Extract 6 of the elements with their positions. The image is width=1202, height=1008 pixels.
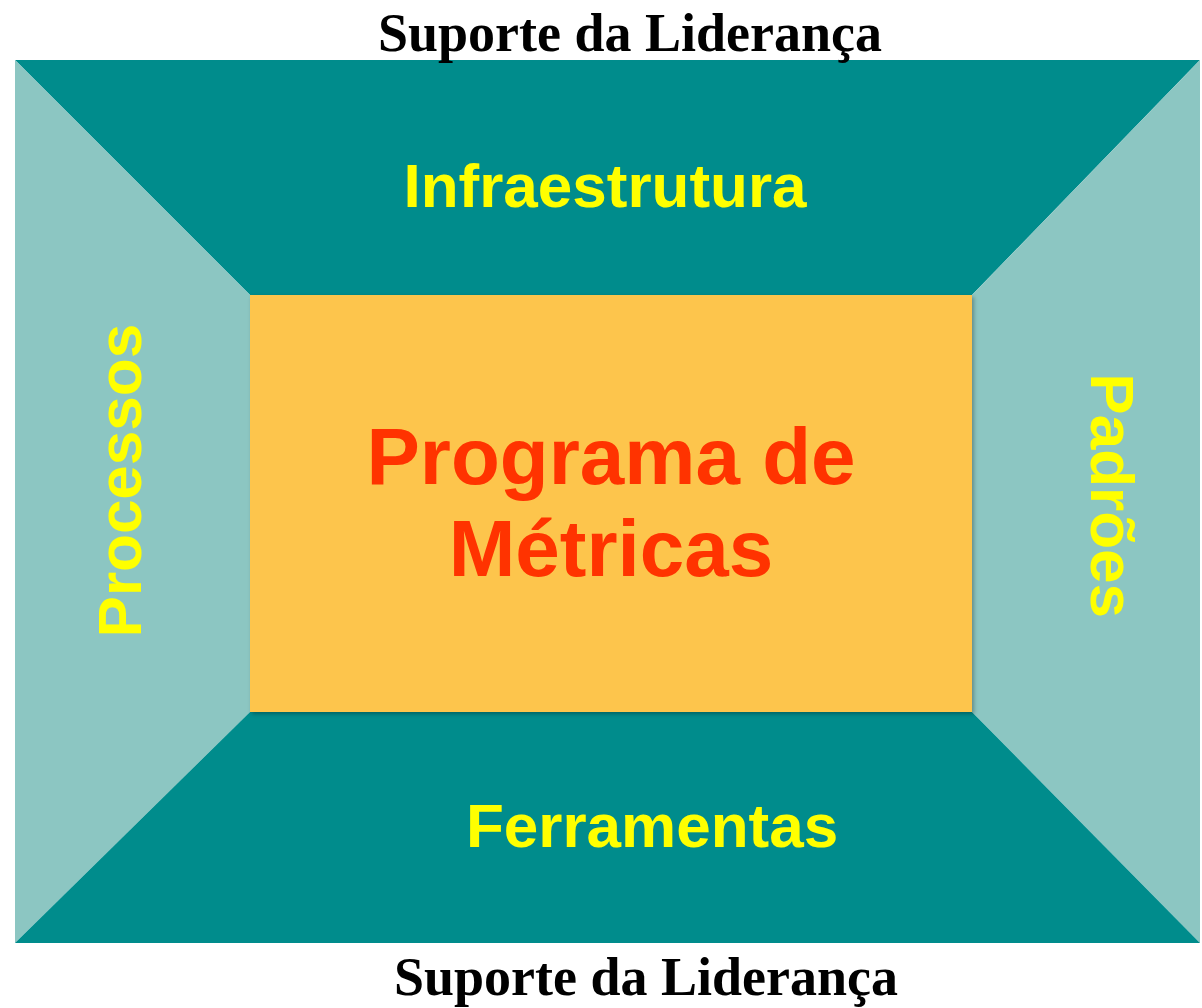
panel-label: Infraestrutura [403, 149, 807, 221]
panel-label: Padrões [1076, 372, 1148, 618]
panel-label: Ferramentas [466, 789, 839, 861]
center-box [250, 295, 972, 712]
box-label: Programa de Métricas [365, 411, 857, 595]
panel-label: Processos [84, 323, 156, 637]
